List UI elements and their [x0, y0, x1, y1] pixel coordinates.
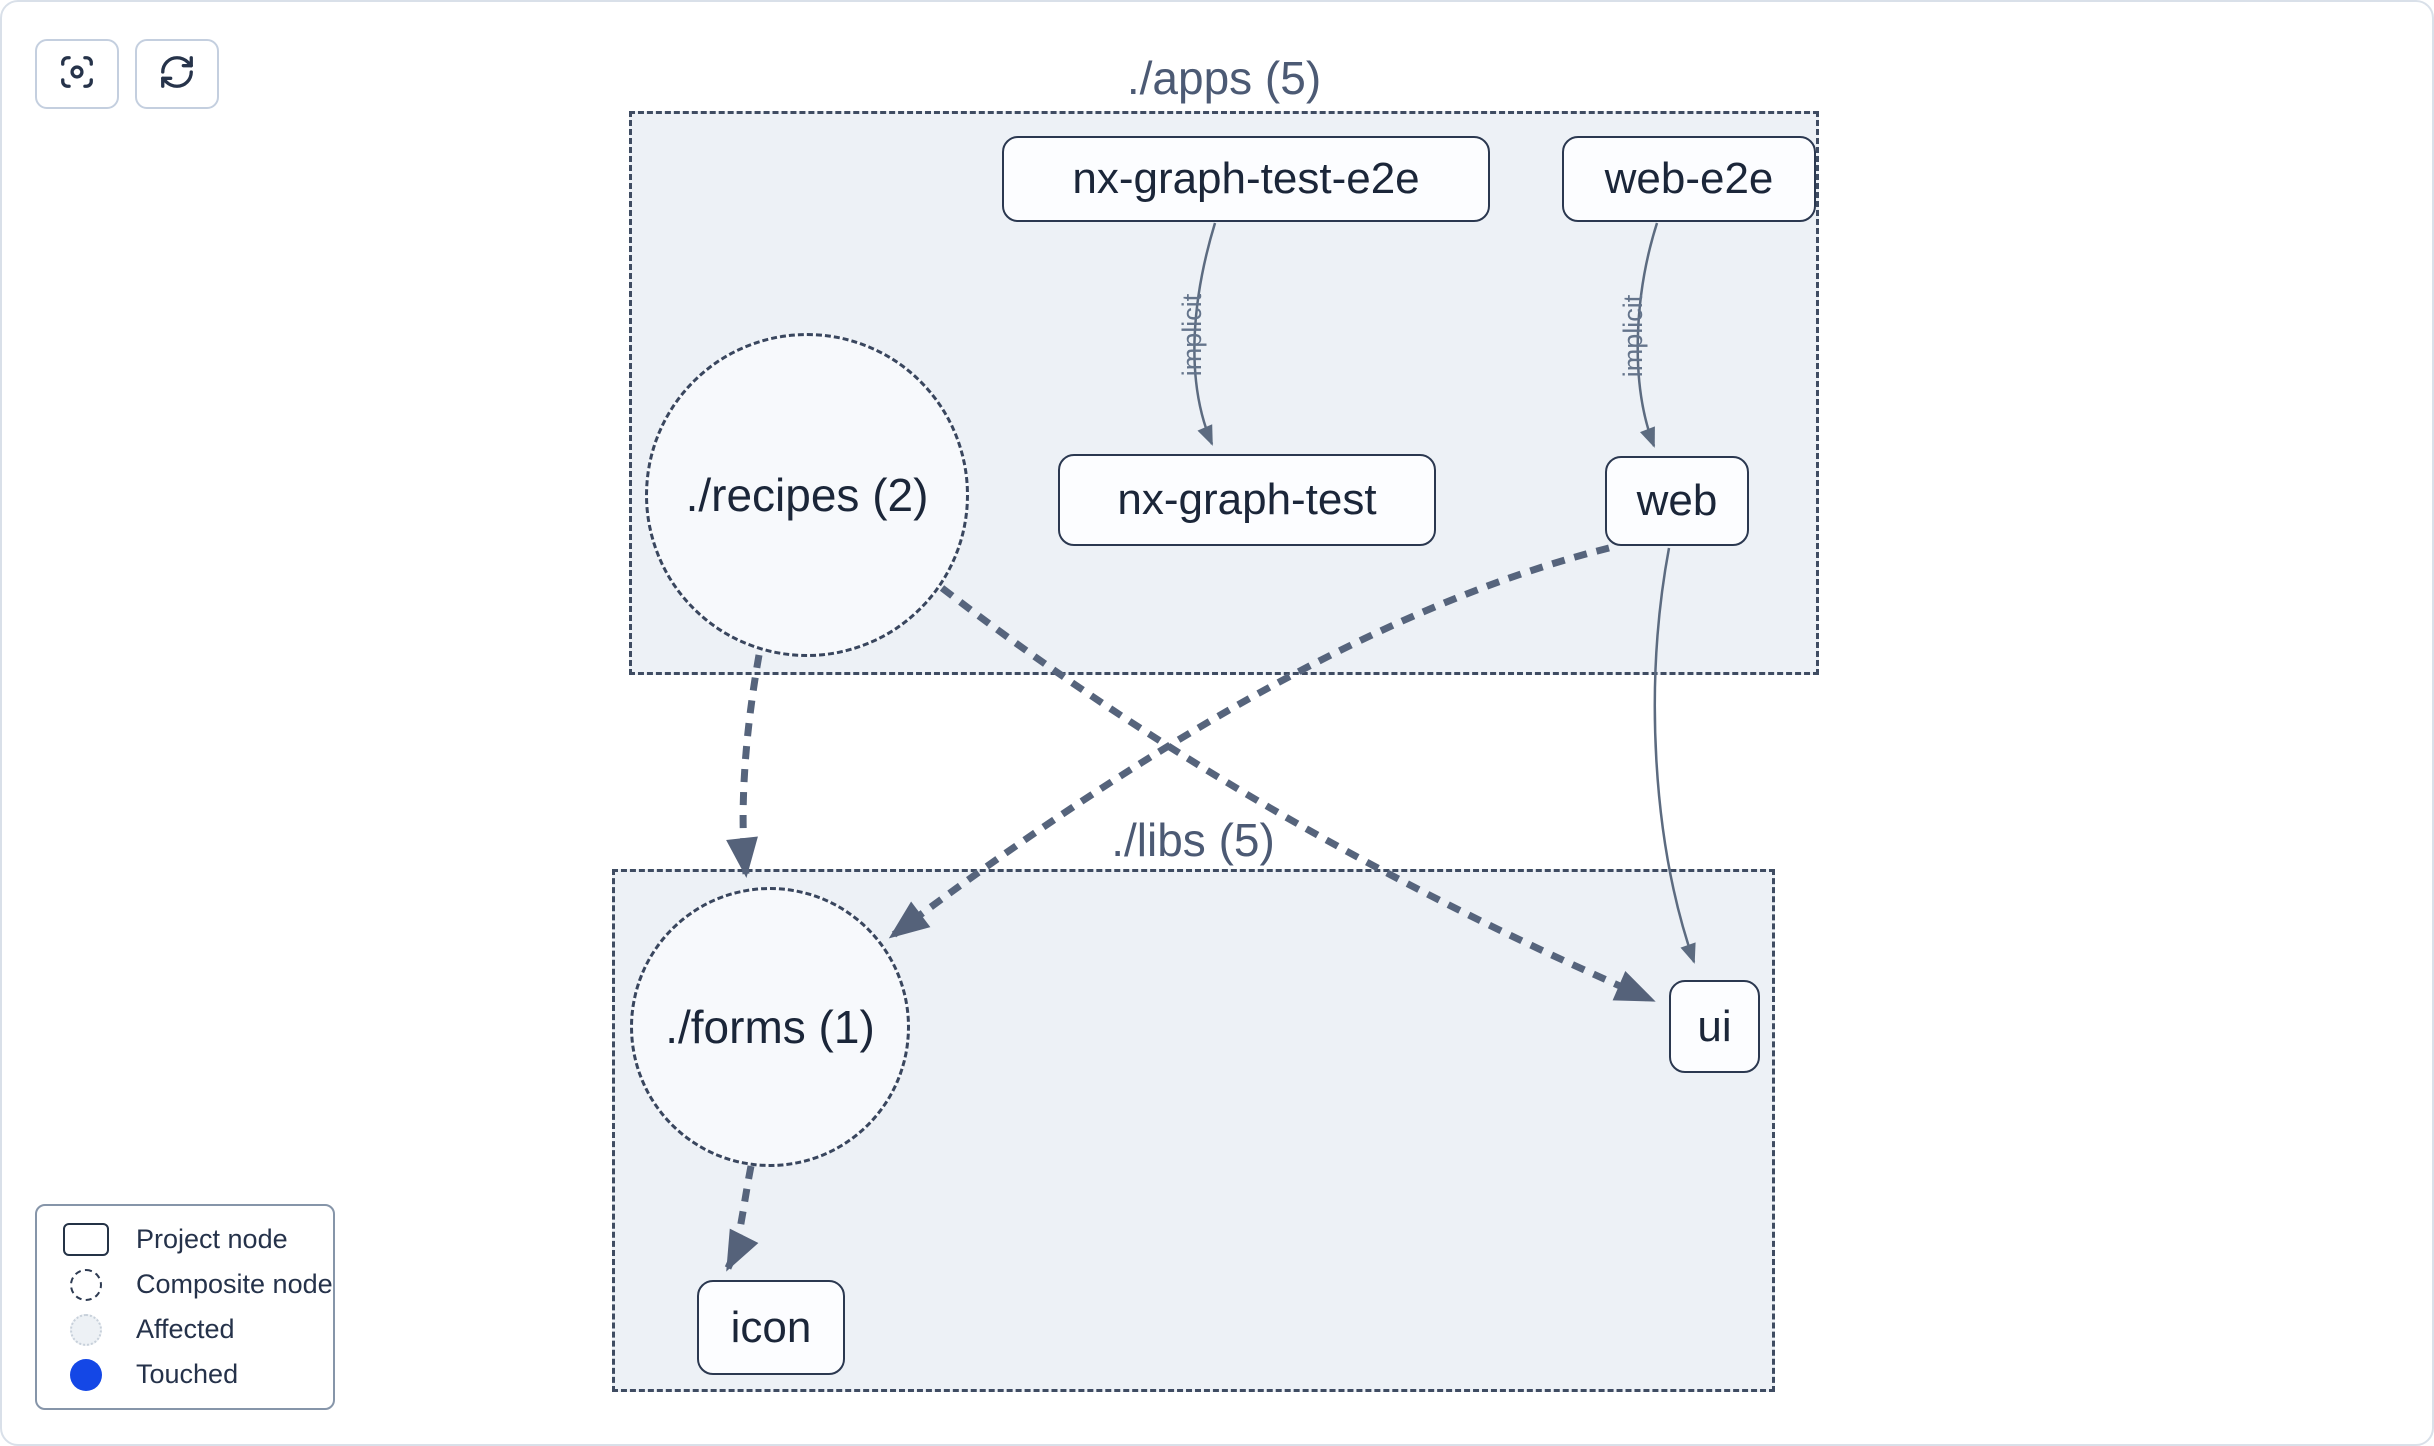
legend-label: Project node	[136, 1224, 288, 1254]
edge-recipes-to-forms	[726, 654, 763, 878]
legend-label: Composite node	[136, 1269, 333, 1299]
affected-swatch	[70, 1313, 102, 1346]
node-ui[interactable]: ui	[1669, 980, 1760, 1073]
refresh-button[interactable]	[135, 39, 219, 109]
composite-node-forms[interactable]: ./forms (1)	[630, 887, 910, 1167]
legend-label: Touched	[136, 1359, 239, 1389]
node-web-e2e[interactable]: web-e2e	[1562, 136, 1816, 222]
legend-item-affected: Affected	[37, 1313, 333, 1346]
group-label-libs: ./libs (5)	[1111, 814, 1275, 866]
legend-item-project-node: Project node	[37, 1223, 333, 1256]
refresh-icon	[158, 53, 196, 96]
legend-item-composite-node: Composite node	[37, 1268, 333, 1301]
node-nx-graph-test[interactable]: nx-graph-test	[1058, 454, 1436, 546]
legend: Project node Composite node Affected Tou…	[35, 1204, 335, 1410]
node-nx-graph-test-e2e[interactable]: nx-graph-test-e2e	[1002, 136, 1490, 222]
project-node-swatch	[63, 1223, 109, 1256]
composite-node-swatch	[70, 1268, 102, 1301]
node-icon[interactable]: icon	[697, 1280, 845, 1375]
legend-label: Affected	[136, 1314, 235, 1344]
composite-node-recipes[interactable]: ./recipes (2)	[645, 333, 969, 657]
touched-swatch	[70, 1358, 102, 1391]
focus-icon	[58, 53, 96, 96]
focus-button[interactable]	[35, 39, 119, 109]
group-label-apps: ./apps (5)	[1126, 52, 1322, 104]
legend-item-touched: Touched	[37, 1358, 333, 1391]
node-web[interactable]: web	[1605, 456, 1749, 546]
